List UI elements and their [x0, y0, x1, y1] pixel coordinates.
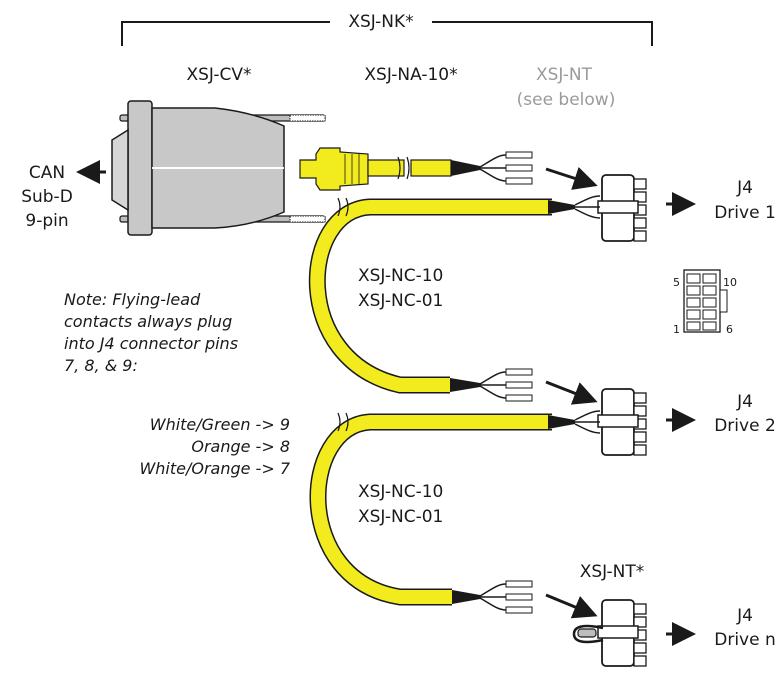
note-mapping-2: Orange -> 8: [191, 437, 290, 456]
terminator-ref-sublabel: (see below): [517, 90, 616, 110]
j4-connector-drive-2: [597, 388, 647, 456]
note-mapping-3: White/Orange -> 7: [139, 459, 290, 478]
can-sub-label: Sub-D: [21, 187, 73, 207]
note-mapping-1: White/Green -> 9: [150, 415, 290, 434]
converter-label: XSJ-CV*: [187, 65, 252, 85]
note-line-1: Note: Flying-lead: [64, 290, 201, 309]
cable-2-line1: XSJ-NC-10: [358, 482, 443, 502]
pin-10-label: 10: [723, 276, 737, 289]
termination-resistor: [572, 624, 604, 644]
can-label: CAN: [29, 163, 65, 183]
cable-1-line2: XSJ-NC-01: [358, 291, 443, 311]
note-line-4: 7, 8, & 9:: [64, 356, 138, 375]
drive-1-connector: J4: [736, 178, 753, 198]
pin-6-label: 6: [726, 323, 733, 336]
subd-converter: [111, 100, 326, 236]
note-line-2: contacts always plug: [64, 312, 232, 331]
cable-1-line1: XSJ-NC-10: [358, 266, 443, 286]
pin-5-label: 5: [673, 276, 680, 289]
adapter-cable: [299, 147, 598, 191]
terminator-ref-label: XSJ-NT: [536, 65, 593, 85]
j4-connector-drive-n: [597, 599, 647, 667]
drop-cable-2: [309, 410, 601, 606]
can-pin-label: 9-pin: [25, 211, 68, 231]
terminator-label: XSJ-NT*: [580, 562, 645, 582]
flying-leads-3: [452, 580, 598, 619]
kit-bracket: [121, 21, 653, 46]
j4-connector-drive-1: [597, 174, 647, 242]
flying-leads-2: [450, 368, 598, 405]
note-line-3: into J4 connector pins: [64, 334, 238, 353]
drive-n-name: Drive n: [714, 630, 776, 650]
drop-cable-1: [308, 195, 601, 394]
drive-2-name: Drive 2: [714, 416, 776, 436]
cable-2-line2: XSJ-NC-01: [358, 507, 443, 527]
adapter-label: XSJ-NA-10*: [364, 65, 457, 85]
j4-pinout-diagram: [683, 269, 728, 333]
drive-1-name: Drive 1: [714, 203, 776, 223]
drive-2-connector: J4: [736, 392, 753, 412]
drive-n-connector: J4: [736, 606, 753, 626]
kit-label: XSJ-NK*: [348, 12, 413, 32]
pin-1-label: 1: [673, 323, 680, 336]
